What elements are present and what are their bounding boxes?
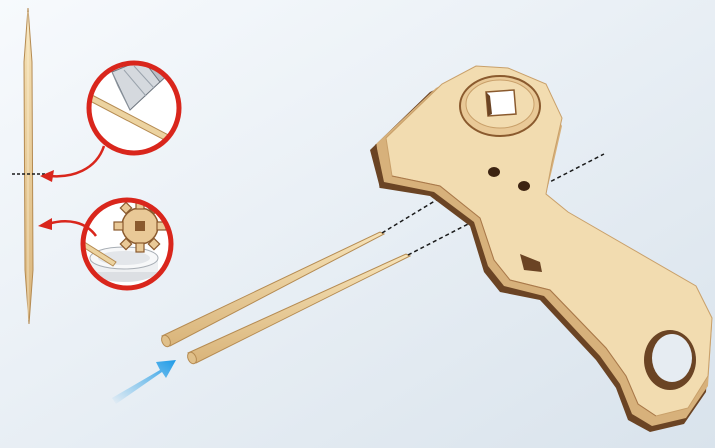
toothpick-whole <box>24 8 33 324</box>
